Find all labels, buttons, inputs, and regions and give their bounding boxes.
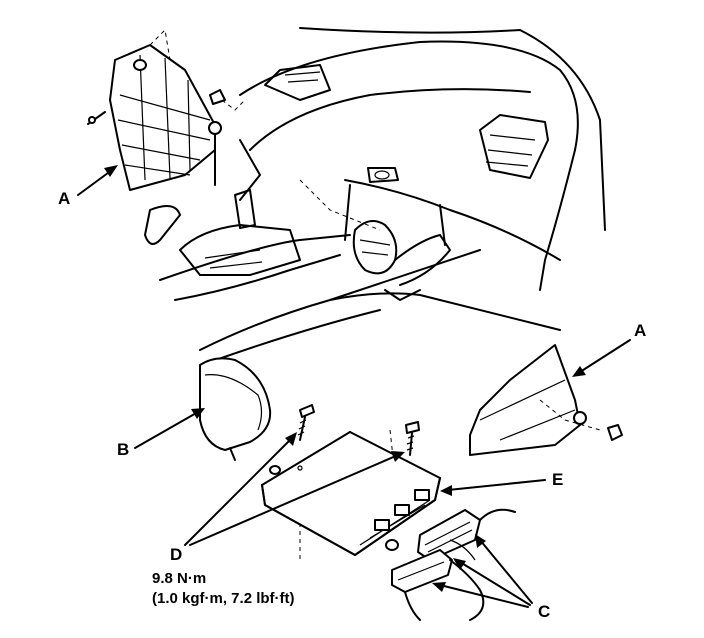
- callout-b: B: [117, 440, 130, 459]
- torque-spec-line2: (1.0 kgf·m, 7.2 lbf·ft): [152, 590, 295, 607]
- connectors-c: [391, 508, 516, 621]
- side-cover-left: [87, 28, 246, 191]
- dashboard: [239, 27, 606, 291]
- callout-c: C: [538, 602, 551, 621]
- center-console: [144, 139, 351, 301]
- leader-lines: [77, 165, 631, 608]
- callout-e: E: [552, 470, 564, 489]
- control-unit-e: [261, 431, 441, 556]
- callout-a-upper: A: [58, 189, 71, 208]
- cover-b: [199, 357, 272, 461]
- side-cover-right: [469, 344, 623, 456]
- torque-spec-line1: 9.8 N·m: [152, 570, 207, 587]
- callout-d: D: [170, 545, 183, 564]
- callout-a-right: A: [634, 321, 647, 340]
- bolts-d: [297, 404, 420, 456]
